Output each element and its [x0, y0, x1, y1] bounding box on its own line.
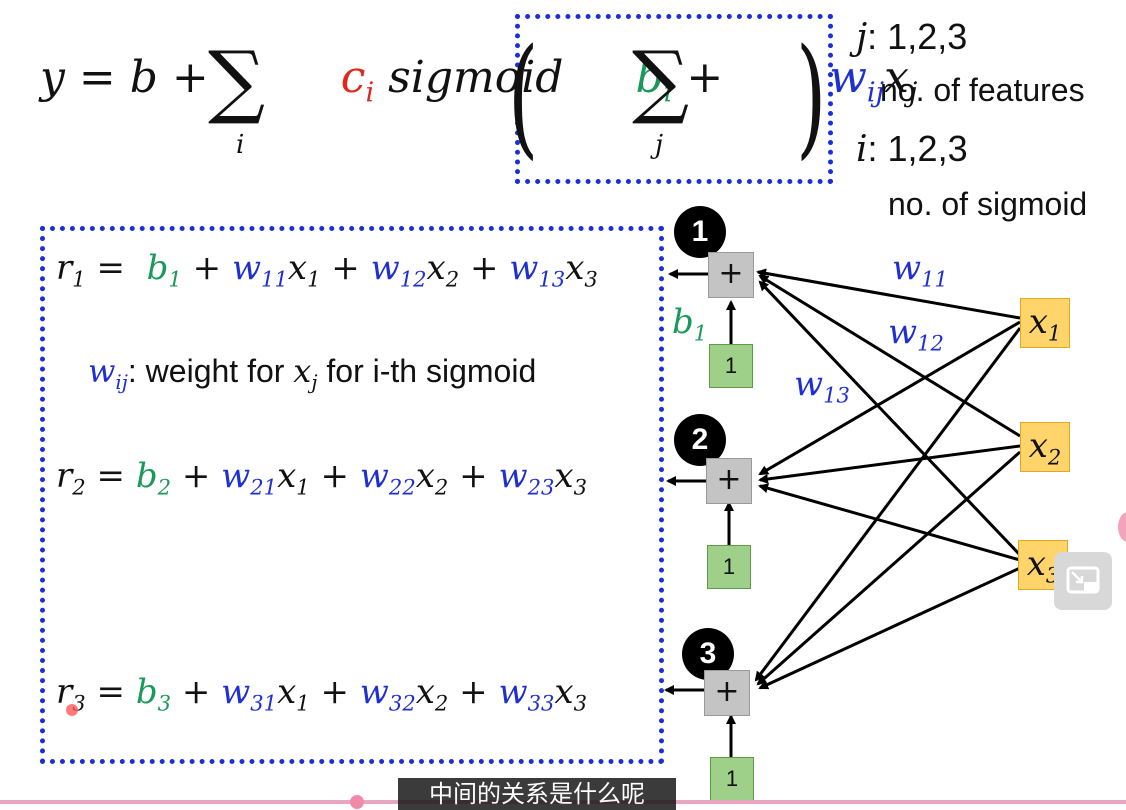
input-x2: x2 — [1020, 422, 1070, 472]
bias-label-b1: b1 — [672, 302, 708, 346]
summation-symbol-j: ∑ — [632, 34, 690, 127]
video-progress-handle[interactable] — [350, 795, 364, 809]
edge-x1-to-node2 — [758, 320, 1021, 476]
edge-x3-to-node3 — [758, 566, 1021, 690]
i-range-label: i: 1,2,3 — [856, 128, 968, 170]
summation-index-j: j — [655, 130, 664, 160]
right-parenthesis: ) — [796, 20, 827, 172]
weight-label-w11: w11 — [892, 248, 948, 292]
edge-x1-to-node1 — [756, 268, 1021, 320]
weight-label-w13: w13 — [794, 364, 850, 408]
video-subtitle: 中间的关系是什么呢 — [398, 778, 676, 810]
bias-input-1: 1 — [709, 344, 753, 388]
edge-x2-to-node3 — [756, 450, 1021, 686]
picture-in-picture-button[interactable] — [1054, 552, 1112, 610]
edge-handle[interactable] — [1118, 512, 1126, 542]
features-label: no. of features — [880, 72, 1085, 108]
j-range-label: j: 1,2,3 — [856, 16, 968, 58]
weight-definition-note: wij: weight for xj for i-th sigmoid — [88, 352, 537, 394]
sum-node-2: + — [706, 458, 752, 504]
edge-x3-to-node2 — [758, 483, 1021, 562]
edge-x1-to-node3 — [754, 327, 1022, 682]
edge-x2-to-node1 — [758, 274, 1021, 438]
sum-node-1: + — [708, 252, 754, 298]
pointer-cursor — [66, 704, 78, 716]
edge-x2-to-node2 — [758, 444, 1021, 484]
edge-x3-to-node1 — [758, 280, 1022, 557]
bias-input-3: 1 — [710, 757, 754, 801]
bias-input-2: 1 — [707, 545, 751, 589]
sigmoids-label: no. of sigmoid — [888, 186, 1088, 222]
left-parenthesis: ( — [508, 20, 539, 172]
equation-r1: r1 = b1 + w11x1 + w12x2 + w13x3 — [56, 248, 598, 292]
node-number-1: 1 — [674, 206, 726, 258]
input-x1: x1 — [1020, 298, 1070, 348]
summation-index-i: i — [236, 130, 245, 160]
main-formula: y = b + ci sigmoid bi + wijxj — [40, 52, 918, 109]
weight-label-w12: w12 — [888, 312, 944, 356]
sum-node-3: + — [704, 670, 750, 716]
picture-in-picture-icon — [1066, 566, 1100, 594]
equation-r2: r2 = b2 + w21x1 + w22x2 + w23x3 — [56, 456, 588, 500]
sigmoid-input-highlight-box — [515, 14, 833, 184]
node-number-2: 2 — [674, 414, 726, 466]
equations-highlight-box — [40, 226, 664, 764]
summation-symbol-i: ∑ — [208, 34, 266, 127]
